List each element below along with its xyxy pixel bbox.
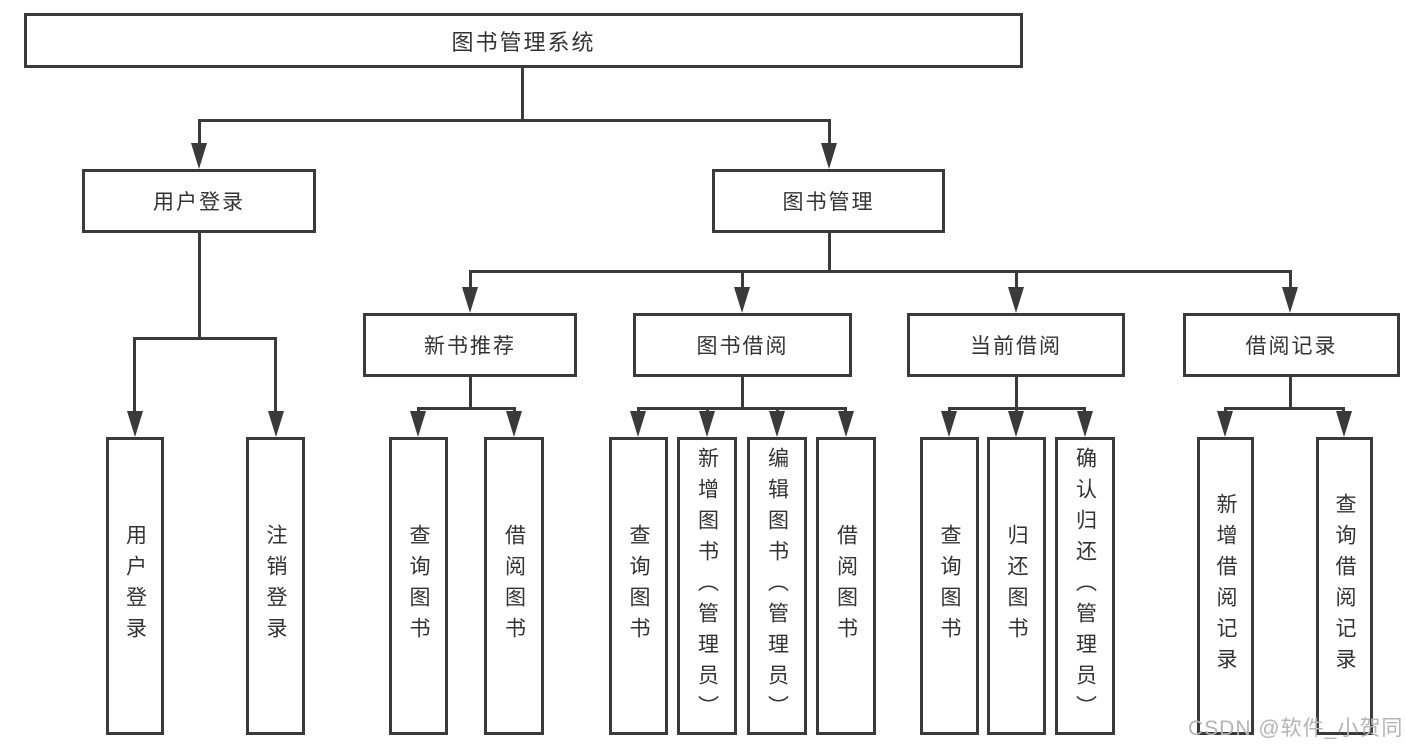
edge-book-management-stem (828, 233, 831, 270)
edge-borrow-records-horizontal (1224, 407, 1345, 410)
edge-to-leaf (1342, 407, 1345, 413)
edge-root-horizontal (198, 119, 831, 122)
node-book-management: 图书管理 (712, 169, 945, 233)
edge-to-leaf (948, 407, 951, 413)
edge-to-borrow-records (1289, 270, 1292, 289)
edge-current-borrow-stem (1015, 377, 1018, 407)
leaf-label: 确认归还（管理员） (1073, 446, 1097, 726)
leaf-records-add-record: 新增借阅记录 (1197, 437, 1254, 735)
leaf-borrow-add-books: 新增图书（管理员） (677, 437, 737, 735)
leaf-label: 借阅图书 (834, 524, 858, 648)
edge-to-leaf (706, 407, 709, 413)
leaf-records-query-record: 查询借阅记录 (1316, 437, 1373, 735)
arrowhead-down-icon (630, 411, 646, 437)
arrowhead-down-icon (941, 411, 957, 437)
edge-to-leaf (513, 407, 516, 413)
leaf-logout: 注销登录 (246, 437, 305, 735)
edge-to-leaf (637, 407, 640, 413)
edge-to-leaf (776, 407, 779, 413)
node-label: 新书推荐 (424, 335, 516, 358)
arrowhead-down-icon (821, 143, 837, 169)
edge-to-leaf-logout (274, 337, 277, 411)
node-borrow-records: 借阅记录 (1183, 313, 1400, 377)
node-label: 借阅记录 (1245, 335, 1338, 358)
leaf-current-return-books: 归还图书 (987, 437, 1046, 735)
node-root: 图书管理系统 (24, 13, 1023, 68)
arrowhead-down-icon (191, 143, 207, 169)
leaf-label: 用户登录 (123, 524, 147, 648)
arrowhead-down-icon (769, 411, 785, 437)
leaf-user-login: 用户登录 (106, 437, 164, 735)
arrowhead-down-icon (1217, 411, 1233, 437)
arrowhead-down-icon (268, 411, 284, 437)
node-label: 图书管理 (782, 191, 875, 214)
leaf-label: 新增图书（管理员） (695, 446, 719, 726)
edge-user-login-horizontal (133, 337, 277, 340)
leaf-recommend-borrow-books: 借阅图书 (484, 437, 544, 735)
leaf-label: 查询图书 (938, 524, 961, 648)
leaf-label: 归还图书 (1005, 524, 1028, 648)
edge-to-leaf (1224, 407, 1227, 413)
arrowhead-down-icon (1008, 411, 1024, 437)
edge-new-book-recommend-stem (469, 377, 472, 407)
arrowhead-down-icon (838, 411, 854, 437)
edge-to-new-book-recommend (469, 270, 472, 289)
leaf-current-confirm-return: 确认归还（管理员） (1055, 437, 1115, 735)
leaf-label: 新增借阅记录 (1214, 493, 1237, 679)
leaf-borrow-edit-books: 编辑图书（管理员） (747, 437, 807, 735)
edge-to-leaf (417, 407, 420, 413)
edge-borrow-records-stem (1289, 377, 1292, 407)
edge-root-to-user-login (198, 119, 201, 145)
arrowhead-down-icon (699, 411, 715, 437)
edge-root-to-book-management (828, 119, 831, 145)
leaf-label: 注销登录 (264, 524, 287, 648)
leaf-label: 查询图书 (627, 524, 650, 648)
node-label: 当前借阅 (970, 335, 1062, 358)
leaf-label: 查询图书 (407, 524, 430, 648)
edge-to-leaf (1083, 407, 1086, 413)
arrowhead-down-icon (1282, 287, 1298, 313)
edge-book-borrow-stem (741, 377, 744, 407)
edge-to-leaf (844, 407, 847, 413)
edge-user-login-stem (198, 233, 201, 337)
leaf-borrow-borrow-books: 借阅图书 (816, 437, 876, 735)
node-current-borrow: 当前借阅 (907, 313, 1125, 377)
node-user-login: 用户登录 (82, 169, 316, 233)
edge-to-book-borrow (741, 270, 744, 289)
arrowhead-down-icon (462, 287, 478, 313)
leaf-recommend-query-books: 查询图书 (389, 437, 448, 735)
edge-to-leaf (1015, 407, 1018, 413)
edge-book-management-horizontal (469, 270, 1292, 273)
arrowhead-down-icon (127, 411, 143, 437)
arrowhead-down-icon (410, 411, 426, 437)
node-label: 图书管理系统 (451, 29, 596, 55)
arrowhead-down-icon (1077, 411, 1093, 437)
leaf-current-query-books: 查询图书 (920, 437, 979, 735)
edge-to-current-borrow (1015, 270, 1018, 289)
leaf-label: 编辑图书（管理员） (765, 446, 789, 726)
leaf-label: 查询借阅记录 (1333, 493, 1356, 679)
node-label: 图书借阅 (696, 335, 789, 358)
arrowhead-down-icon (506, 411, 522, 437)
leaf-borrow-query-books: 查询图书 (609, 437, 668, 735)
arrowhead-down-icon (1008, 287, 1024, 313)
leaf-label: 借阅图书 (502, 524, 526, 648)
edge-book-borrow-horizontal (637, 407, 847, 410)
node-label: 用户登录 (153, 191, 245, 214)
csdn-watermark: CSDN @软件_小贺同学 (1188, 717, 1405, 740)
edge-to-leaf-login (133, 337, 136, 411)
node-book-borrow: 图书借阅 (633, 313, 852, 377)
edge-root-stem (521, 68, 524, 119)
edge-new-book-recommend-horizontal (417, 407, 516, 410)
arrowhead-down-icon (734, 287, 750, 313)
arrowhead-down-icon (1336, 411, 1352, 437)
node-new-book-recommend: 新书推荐 (363, 313, 577, 377)
